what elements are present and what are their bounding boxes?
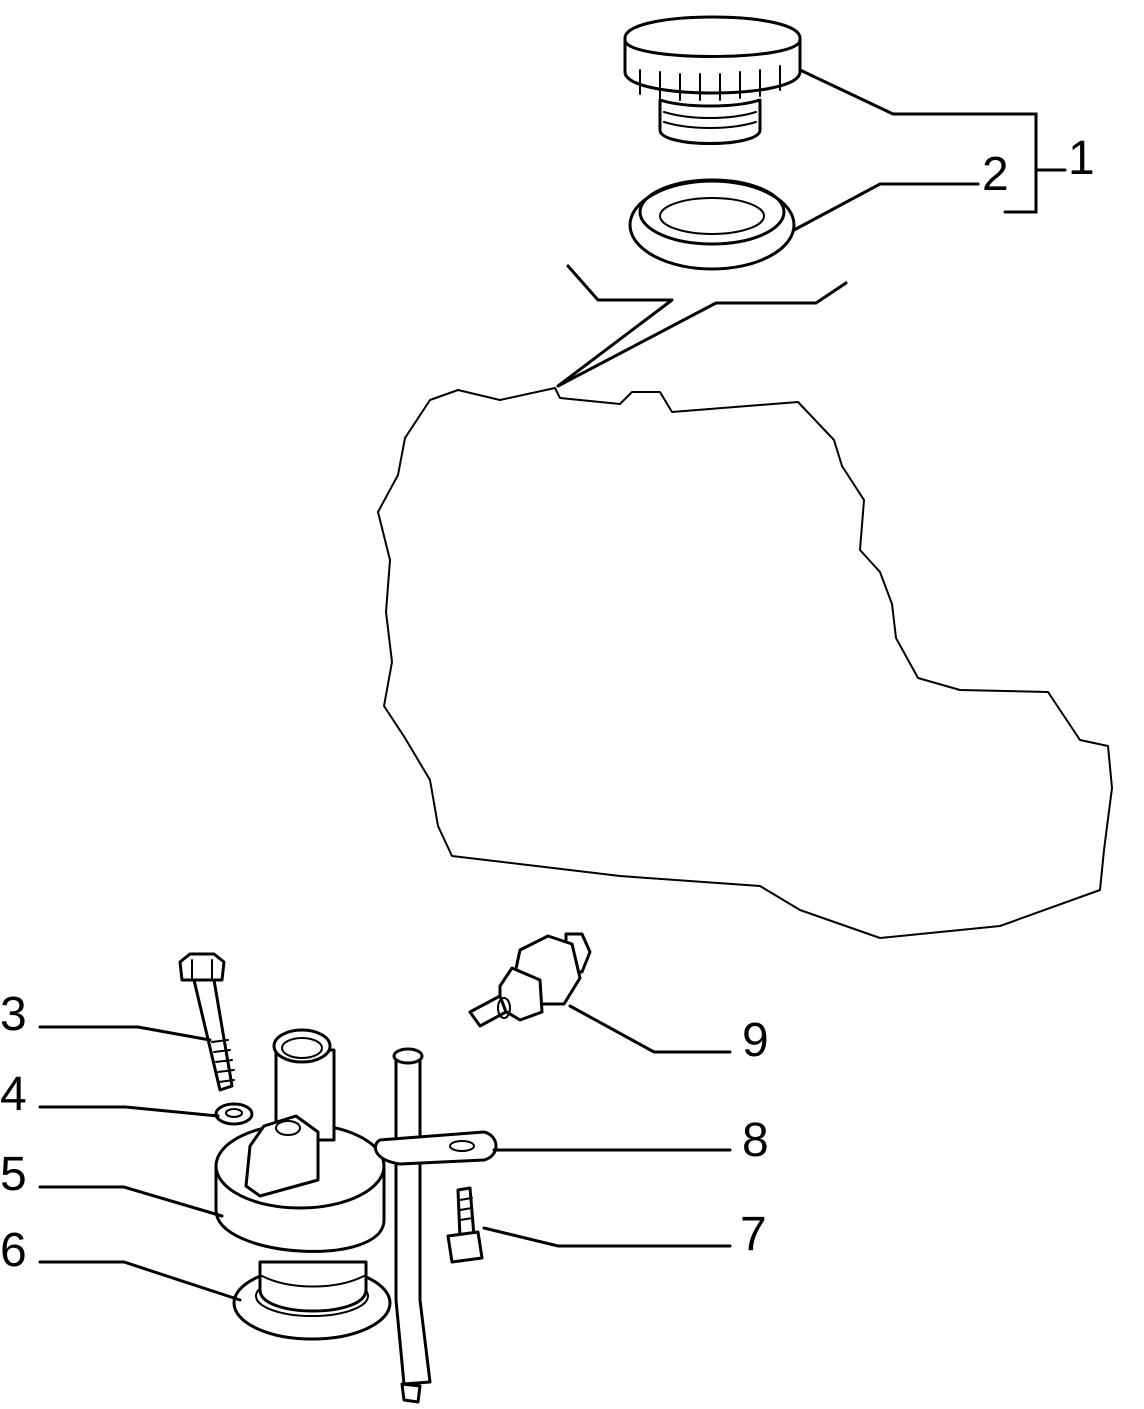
callout-labels: 1 2 3 4 5 6 7 8 9 xyxy=(0,132,1095,1277)
callout-9: 9 xyxy=(742,1014,769,1067)
sensor-switch xyxy=(468,932,592,1028)
filler-cap xyxy=(623,15,802,145)
callout-8: 8 xyxy=(742,1114,769,1167)
filler-neck xyxy=(214,1028,386,1313)
break-pointer xyxy=(556,264,848,388)
bracket-and-tube xyxy=(373,1047,498,1404)
callout-5: 5 xyxy=(0,1148,27,1201)
callout-6: 6 xyxy=(0,1224,27,1277)
callout-2: 2 xyxy=(982,148,1009,201)
bolt xyxy=(178,952,235,1092)
screw xyxy=(446,1186,484,1264)
callout-7: 7 xyxy=(740,1208,767,1261)
callout-3: 3 xyxy=(0,988,27,1041)
washer xyxy=(214,1102,254,1126)
callout-4: 4 xyxy=(0,1068,27,1121)
leader-lines xyxy=(38,68,1067,1302)
gearbox-housing-outline xyxy=(377,387,1113,939)
seal-ring xyxy=(628,178,796,271)
callout-1: 1 xyxy=(1068,132,1095,185)
